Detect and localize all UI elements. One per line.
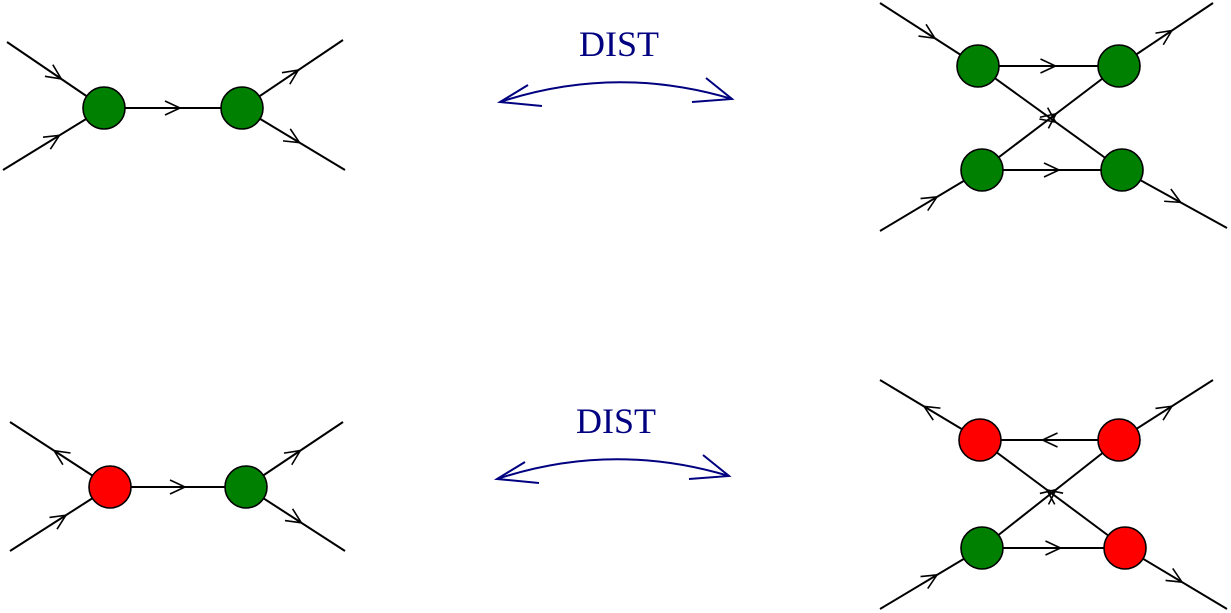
row2-left-vertex-1-green [224,465,268,509]
row2-left-edge-arrow-2 [169,479,187,495]
row1-right-edge-arrow-3 [1043,162,1061,178]
row2-right-edge-5 [981,439,1120,549]
row2-right-edge-arrow-4 [1045,488,1064,505]
arrowhead-right-row2 [688,454,732,480]
row2-right-vertex-3-red [1103,526,1147,570]
row1-left-edge-arrow-3 [281,69,300,85]
row2-right-vertex-1-red [1097,418,1141,462]
row1-right-vertex-1-green [1097,44,1141,88]
row1-left-edge-arrow-0 [44,64,63,81]
dist-label-row1: DIST [579,24,659,64]
row2-right-edge-arrow-6 [1155,405,1174,421]
row2-right-vertex-0-red [958,418,1002,462]
row1-right-edge-arrow-7 [1164,188,1183,204]
row1-right-vertex-2-green [960,148,1004,192]
row1-right-edge-arrow-2 [1040,58,1058,74]
nodes-layer [82,44,1147,570]
row1-right-edge-arrow-1 [920,195,939,212]
row2-left-vertex-0-red [88,465,132,509]
row1-right-vertex-0-green [956,44,1000,88]
row2-right-vertex-2-green [960,526,1004,570]
row2-right-edge-arrow-7 [1165,567,1184,584]
double-arrow-row1 [499,81,733,103]
dist-label-row2: DIST [576,401,656,441]
row1-left-edge-arrow-2 [164,100,182,116]
row2-left-edge-arrow-3 [283,449,302,466]
row2-right-edge-4 [979,439,1126,549]
row1-left-edge-arrow-4 [282,128,302,144]
arrowhead-left-row1 [496,84,543,107]
relation-row1: DIST [496,24,735,107]
arrowhead-left-row2 [493,461,540,484]
relation-row2: DIST [493,401,732,484]
row2-right-edge-arrow-1 [920,573,939,590]
row2-right-edge-arrow-0 [922,405,941,421]
row1-right-edge-arrow-6 [1155,29,1174,46]
row2-right-edge-arrow-3 [1045,540,1063,556]
row1-right-edge-arrow-4 [1039,107,1058,124]
double-arrow-row2 [496,458,730,480]
row1-right-vertex-3-green [1100,148,1144,192]
row2-left-edge-arrow-1 [49,514,68,530]
row1-right-edge-5 [981,65,1120,171]
row1-right-edge-arrow-5 [1039,112,1058,129]
row1-left-vertex-1-green [220,86,264,130]
row1-left-edge-arrow-1 [42,134,62,150]
arrowhead-right-row1 [691,77,735,103]
row2-right-edge-arrow-2 [1040,432,1058,448]
row1-left-vertex-0-green [82,86,126,130]
row1-right-edge-arrow-0 [918,23,937,40]
row2-left-edge-arrow-4 [284,508,303,524]
row2-left-edge-arrow-0 [52,449,71,466]
row2-right-edge-arrow-5 [1039,488,1058,505]
